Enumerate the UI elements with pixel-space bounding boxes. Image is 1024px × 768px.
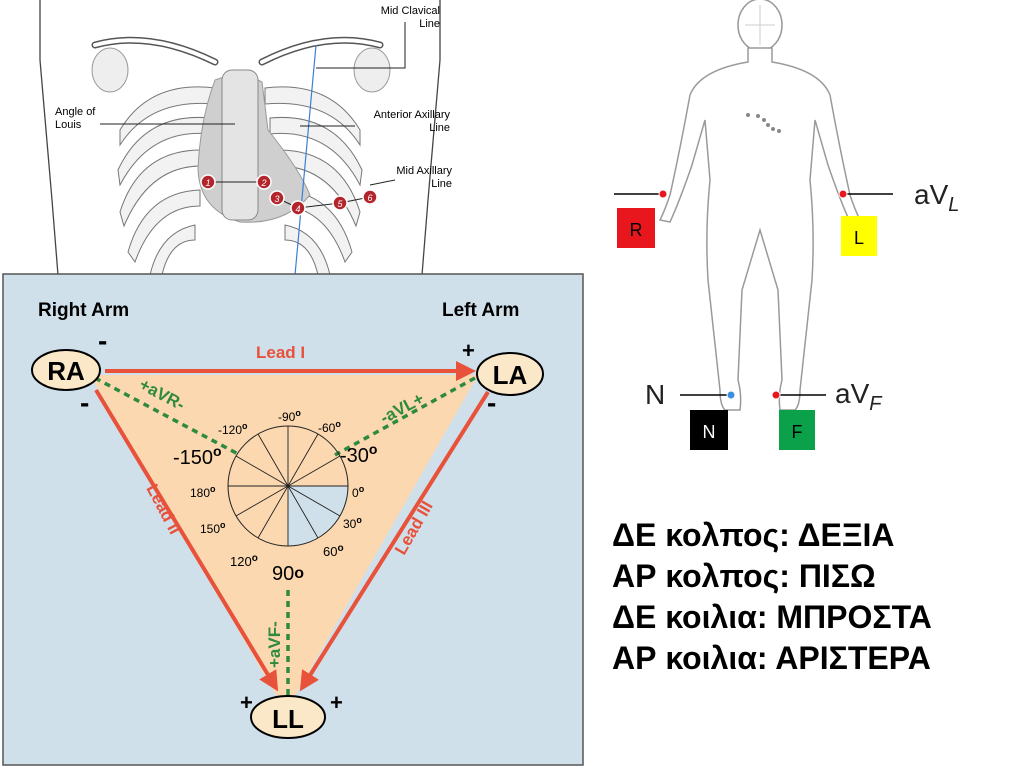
angle-minus-150: -150o — [173, 443, 222, 469]
svg-text:3: 3 — [274, 194, 279, 204]
svg-text:1: 1 — [205, 178, 210, 188]
right-arm-color-box — [617, 208, 655, 248]
electrode-v4: 4 — [290, 200, 306, 216]
angle-30: 30o — [343, 515, 362, 531]
notes-block: ΔΕ κολπος: ΔΕΞΙΑ ΑΡ κολπος: ΠΙΣΩ ΔΕ κοιλ… — [612, 515, 1022, 679]
electrode-right-leg — [726, 390, 736, 400]
right-arm-heading: Right Arm — [38, 300, 129, 321]
neutral-label: N — [645, 379, 665, 410]
angle-0: 0o — [352, 484, 365, 500]
ll-plus-right: + — [330, 690, 343, 715]
einthoven-triangle-diagram: -90o -120o -60o -150o -30o 180o 0o 150o … — [2, 273, 584, 766]
neutral-color-box — [690, 410, 728, 450]
right-arm-box-label: R — [630, 220, 643, 240]
note-line-1: ΔΕ κολπος: ΔΕΞΙΑ — [612, 517, 895, 553]
ra-node: RA — [31, 349, 101, 391]
angle-labels: -90o -120o -60o -150o -30o 180o 0o 150o … — [173, 408, 377, 585]
avf-label: aVF — [835, 378, 883, 415]
angle-90: 90o — [272, 563, 304, 585]
anterior-axillary-label-line2: Line — [429, 122, 450, 134]
torso-outline — [39, 0, 441, 275]
neutral-box-label: N — [703, 422, 716, 442]
ll-node: LL — [250, 695, 326, 739]
svg-text:LA: LA — [493, 360, 528, 390]
electrode-v5: 5 — [332, 195, 348, 211]
left-arm-box-label: L — [854, 228, 864, 248]
avr-axis-line — [94, 376, 241, 457]
hexaxial-circle — [227, 425, 349, 547]
electrode-right-arm — [658, 189, 668, 199]
chest-lead-placement-diagram: Mid Clavical Line Angle of Louis Anterio… — [39, 0, 452, 275]
ll-plus-left: + — [240, 690, 253, 715]
angle-minus-30: -30o — [340, 441, 377, 467]
mid-clavicular-line — [294, 44, 317, 275]
avl-axis-line — [334, 376, 476, 457]
sternum — [221, 69, 259, 221]
left-leg-color-box — [779, 410, 815, 450]
ra-minus-top: - — [98, 325, 107, 356]
angle-minus-120: -120o — [218, 421, 248, 437]
left-arm-color-box — [841, 216, 877, 256]
mid-axillary-label-line2: Line — [431, 178, 452, 190]
svg-text:4: 4 — [295, 204, 300, 214]
lead-i-label: Lead I — [256, 343, 305, 362]
angle-minus-60: -60o — [318, 419, 341, 435]
svg-text:LL: LL — [272, 704, 304, 734]
la-minus: - — [487, 387, 496, 418]
angle-150: 150o — [200, 520, 226, 536]
human-body-outline — [658, 0, 862, 411]
angle-minus-90: -90o — [278, 408, 301, 424]
chest-electrode-dots — [746, 113, 781, 133]
triangle-fill — [90, 375, 478, 712]
mid-clavical-label-line2: Line — [419, 18, 440, 30]
electrode-v1: 1 — [200, 174, 216, 190]
mid-clavical-label: Mid Clavical — [381, 5, 440, 17]
la-node: LA — [476, 352, 544, 396]
note-line-4: ΑΡ κοιλια: ΑΡΙΣΤΕΡΑ — [612, 640, 931, 676]
svg-text:6: 6 — [367, 193, 372, 203]
left-leg-box-label: F — [792, 422, 803, 442]
svg-text:5: 5 — [337, 199, 343, 209]
angle-of-louis-label: Angle of — [55, 106, 96, 118]
left-arm-heading: Left Arm — [442, 300, 519, 321]
limb-lead-placement-figure: aVR aVL aVF N R L N F — [614, 0, 959, 450]
avl-label: aVL — [914, 179, 959, 216]
lead-iii-arrow — [299, 390, 490, 692]
angle-of-louis-label-line2: Louis — [55, 119, 82, 131]
ra-minus-bottom: - — [80, 387, 89, 418]
angle-180: 180o — [190, 484, 216, 500]
electrode-left-leg — [771, 390, 781, 400]
la-plus: + — [462, 338, 475, 363]
mid-axillary-label: Mid Axillary — [396, 165, 452, 177]
avf-lead-label: +aVF- — [265, 621, 284, 668]
electrode-left-arm — [838, 189, 848, 199]
electrode-v3: 3 — [269, 190, 285, 206]
electrode-v6: 6 — [362, 189, 378, 205]
electrode-v2: 2 — [256, 174, 272, 190]
note-line-2: ΑΡ κολπος: ΠΙΣΩ — [612, 558, 876, 594]
lead-ii-arrow — [94, 388, 279, 692]
svg-text:RA: RA — [47, 356, 85, 386]
svg-text:2: 2 — [260, 178, 266, 188]
anterior-axillary-label: Anterior Axillary — [374, 109, 451, 121]
angle-60: 60o — [323, 543, 344, 559]
note-line-3: ΔΕ κοιλια: ΜΠΡΟΣΤΑ — [612, 599, 932, 635]
angle-120: 120o — [230, 553, 258, 569]
